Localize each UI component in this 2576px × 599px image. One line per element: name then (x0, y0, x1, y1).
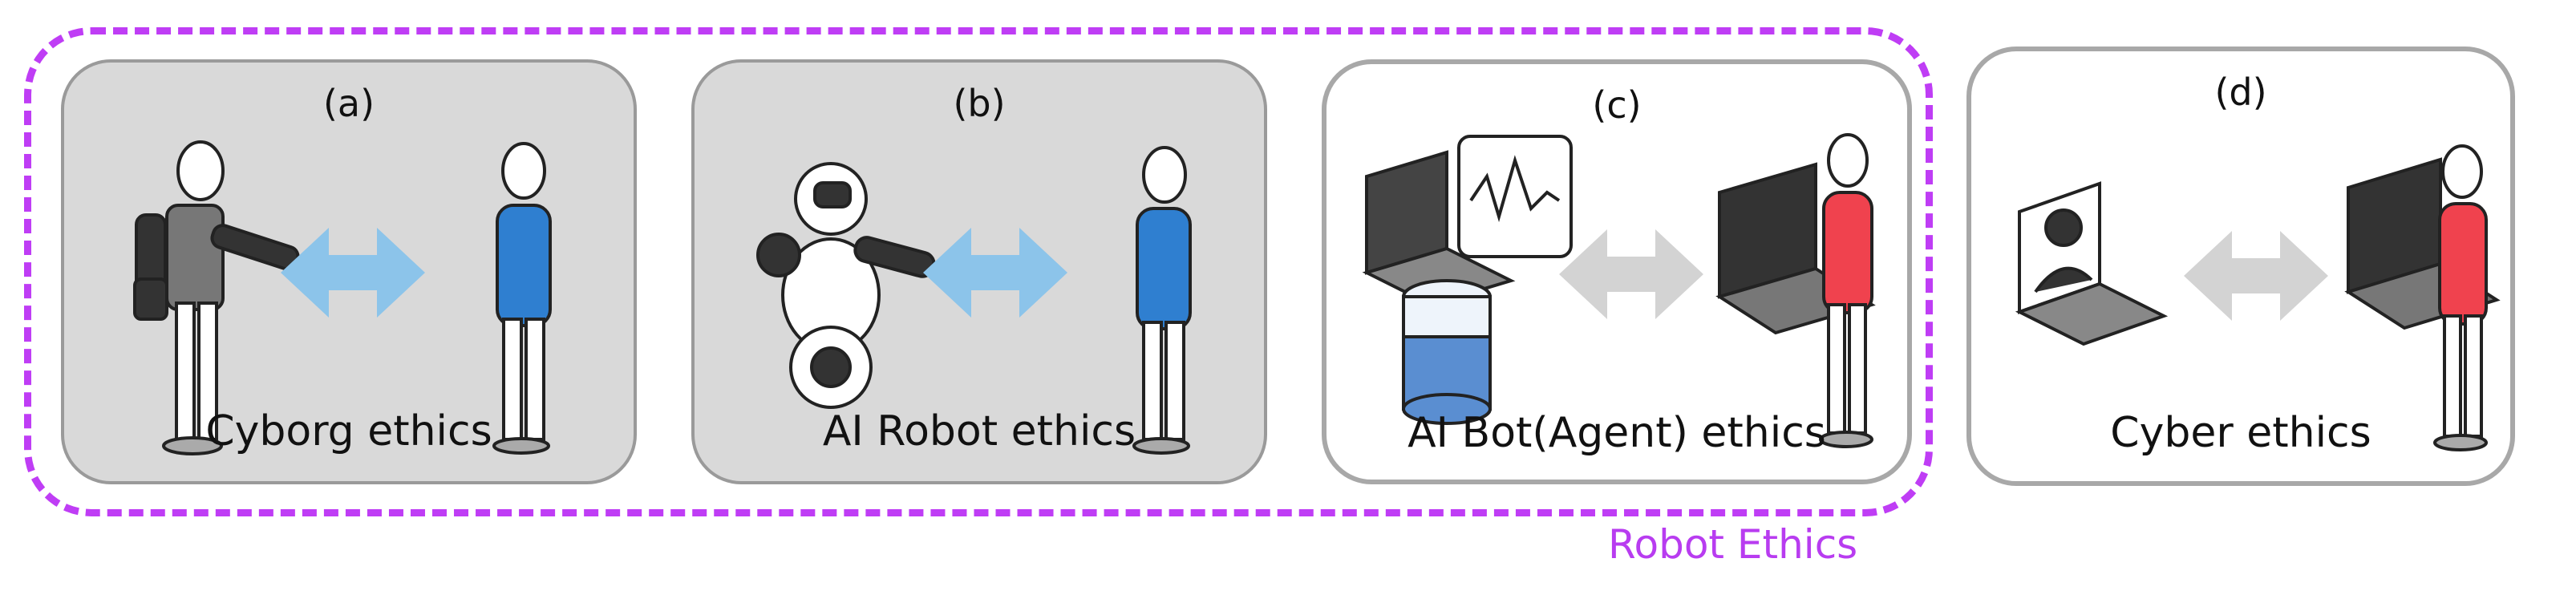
panel-ai-bot: (c) AI Bot(Agent) et (1322, 59, 1912, 484)
panel-letter: (b) (953, 82, 1006, 125)
smart-speaker-icon (1402, 279, 1492, 425)
panel-b-illustration (756, 146, 1192, 455)
panel-cyber: (d) Cyber ethics (1966, 47, 2515, 486)
panel-letter: (a) (322, 82, 375, 125)
panel-caption: Cyborg ethics (205, 407, 492, 455)
laptop-icon (2015, 181, 2169, 346)
person-figure-icon (1819, 133, 1873, 448)
panel-caption: Cyber ethics (2110, 409, 2371, 457)
panel-letter: (c) (1592, 83, 1642, 127)
panel-ai-robot: (b) AI Robot ethics (691, 59, 1267, 484)
panel-cyborg: (a) Cyborg ethics (61, 59, 637, 484)
panel-caption: AI Robot ethics (822, 407, 1136, 455)
panel-c-illustration (1362, 133, 1876, 448)
person-figure-icon (492, 142, 552, 455)
panel-a-illustration (133, 140, 552, 455)
speech-bubble-icon (1457, 135, 1573, 258)
panel-letter: (d) (2214, 71, 2267, 114)
person-figure-icon (1132, 146, 1192, 455)
cyborg-figure-icon (133, 140, 300, 455)
robot-ethics-group-outline (24, 27, 1933, 516)
person-figure-icon (2433, 144, 2488, 451)
double-arrow-icon (923, 228, 1067, 318)
panel-caption: AI Bot(Agent) ethics (1407, 409, 1826, 457)
robot-ethics-label: Robot Ethics (1608, 521, 1858, 568)
panel-d-illustration (2015, 144, 2501, 451)
double-arrow-icon (2184, 231, 2328, 321)
double-arrow-icon (281, 228, 425, 318)
robot-icon (756, 162, 936, 409)
double-arrow-icon (1559, 229, 1703, 319)
